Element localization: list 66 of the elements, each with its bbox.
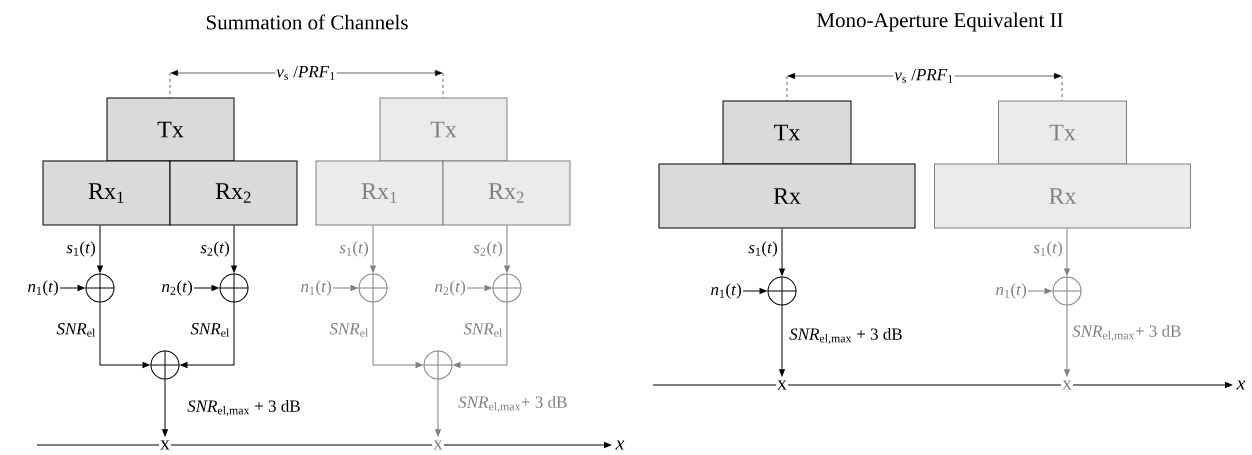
edge-label: SNR$_{el}$ bbox=[328, 322, 370, 338]
arrow bbox=[1027, 288, 1052, 294]
arrow bbox=[742, 288, 767, 294]
edge-label: s$_{1}$(t) bbox=[65, 240, 97, 258]
transmitter-box: Tx bbox=[998, 100, 1127, 165]
receiver-box: Rx$_{1}$ bbox=[315, 160, 444, 226]
arrow bbox=[180, 302, 235, 368]
edge-label: SNR$_{el,max}$ + 3 dB bbox=[788, 326, 904, 346]
dimension-label: v$_{s}$ /PRF$_{1}$ bbox=[275, 65, 337, 81]
edge-label: SNR$_{el,max}$+ 3 dB bbox=[457, 394, 569, 414]
arrow bbox=[779, 228, 785, 276]
summing-junction bbox=[423, 350, 453, 380]
arrow bbox=[332, 285, 358, 291]
arrow bbox=[231, 225, 237, 273]
arrow bbox=[162, 379, 168, 437]
edge-label: SNR$_{el}$ bbox=[462, 322, 504, 338]
arrow bbox=[453, 302, 508, 368]
edge-label: SNR$_{el,max}$ + 3 dB bbox=[186, 398, 302, 418]
panel-title: Mono-Aperture Equivalent II bbox=[817, 12, 1063, 32]
edge-label: s$_{2}$(t) bbox=[199, 240, 231, 258]
summing-junction bbox=[219, 273, 249, 303]
edge-label: s$_{1}$(t) bbox=[747, 240, 779, 258]
position-mark: x bbox=[1061, 379, 1073, 391]
transmitter-box: Tx bbox=[379, 97, 508, 162]
edge-label: SNR$_{el}$ bbox=[55, 322, 97, 338]
arrow bbox=[1064, 305, 1070, 377]
noise-label: n$_{2}$(t) bbox=[162, 280, 193, 296]
panel-title: Summation of Channels bbox=[206, 14, 408, 30]
arrow bbox=[59, 285, 85, 291]
summing-junction bbox=[358, 273, 388, 303]
transmitter-box: Tx bbox=[722, 100, 852, 165]
arrow bbox=[99, 302, 150, 368]
noise-label: n$_{1}$(t) bbox=[996, 283, 1027, 299]
receiver-box: Rx$_{2}$ bbox=[442, 160, 571, 226]
arrow bbox=[372, 302, 423, 368]
dimension-label: v$_{s}$ /PRF$_{1}$ bbox=[893, 68, 955, 84]
edge-label: SNR$_{el,max}$+ 3 dB bbox=[1071, 323, 1183, 343]
noise-label: n$_{1}$(t) bbox=[28, 280, 59, 296]
arrow bbox=[504, 225, 510, 273]
arrow bbox=[193, 285, 219, 291]
axis-label: x bbox=[615, 440, 625, 450]
transmitter-box: Tx bbox=[106, 97, 235, 162]
edge-label: s$_{2}$(t) bbox=[472, 240, 504, 258]
noise-label: n$_{1}$(t) bbox=[711, 283, 742, 299]
edge-label: SNR$_{el}$ bbox=[189, 322, 231, 338]
edge-label: s$_{1}$(t) bbox=[338, 240, 370, 258]
position-mark: x bbox=[776, 379, 788, 391]
summing-junction bbox=[150, 350, 180, 380]
arrow bbox=[1064, 228, 1070, 276]
position-mark: x bbox=[159, 439, 171, 451]
receiver-box: Rx$_{1}$ bbox=[42, 160, 171, 226]
arrow bbox=[466, 285, 492, 291]
arrow bbox=[435, 379, 441, 437]
noise-label: n$_{2}$(t) bbox=[435, 280, 466, 296]
edge-label: s$_{1}$(t) bbox=[1032, 240, 1064, 258]
arrow bbox=[97, 225, 103, 273]
summing-junction bbox=[767, 276, 797, 306]
noise-label: n$_{1}$(t) bbox=[301, 280, 332, 296]
arrow bbox=[370, 225, 376, 273]
summing-junction bbox=[1052, 276, 1082, 306]
summing-junction bbox=[85, 273, 115, 303]
arrow bbox=[779, 305, 785, 377]
position-mark: x bbox=[432, 439, 444, 451]
axis-label: x bbox=[1236, 380, 1246, 390]
summing-junction bbox=[492, 273, 522, 303]
receiver-box: Rx$_{2}$ bbox=[169, 160, 298, 226]
